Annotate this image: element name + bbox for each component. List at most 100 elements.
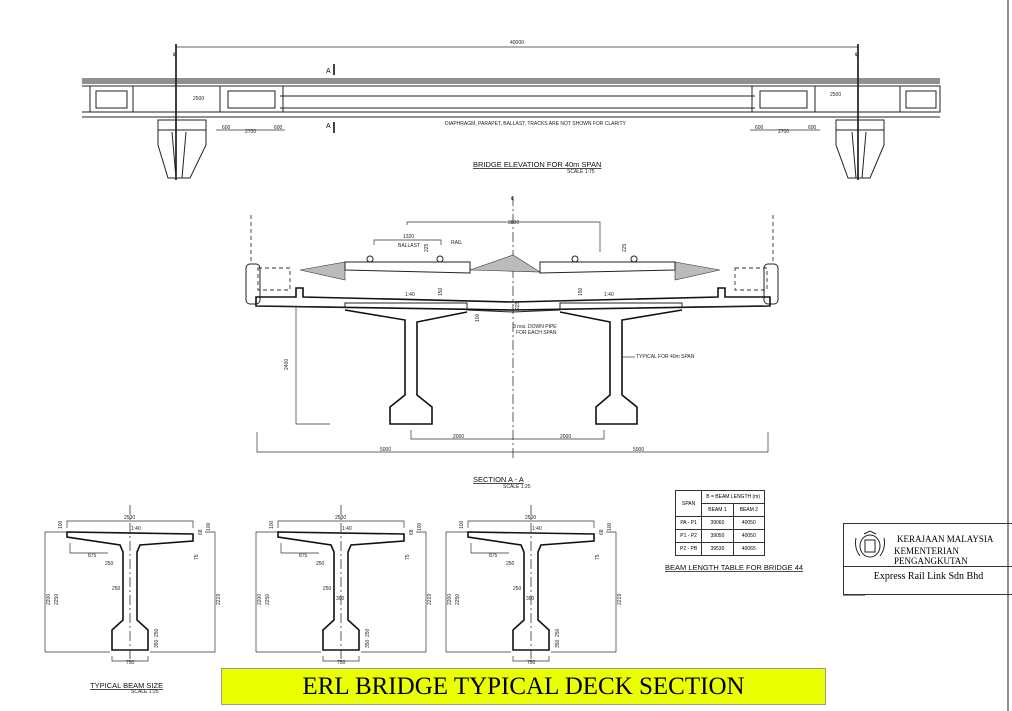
- svg-text:1:40: 1:40: [604, 292, 614, 298]
- beam-dim-t1: 100: [459, 520, 465, 529]
- svg-text:150: 150: [438, 287, 444, 296]
- section-mark-bottom: A: [326, 123, 331, 130]
- elevation-title: BRIDGE ELEVATION FOR 40m SPAN: [473, 160, 601, 169]
- beam-dim-t3: 100: [417, 522, 423, 531]
- beam-dim-web: 250: [112, 586, 121, 592]
- beam-dim-t4: 75: [194, 554, 200, 560]
- section-mark-top: A: [326, 68, 331, 75]
- beam-outline: [277, 531, 405, 651]
- beam-outline: [66, 531, 194, 651]
- svg-text:600: 600: [222, 125, 231, 131]
- svg-text:600: 600: [755, 125, 764, 131]
- beam-dim-b1: 250: [555, 628, 561, 637]
- svg-text:℄: ℄: [172, 52, 177, 58]
- beam-dim-bottom: 750: [337, 660, 346, 666]
- header-span: SPAN: [674, 490, 703, 517]
- svg-text:FOR EACH SPAN: FOR EACH SPAN: [516, 330, 557, 336]
- beam-dim-web: 250: [513, 586, 522, 592]
- beam-dim-web: 250: [323, 586, 332, 592]
- beam-dim-h1: 2200: [257, 594, 263, 605]
- title-block-line1: KERAJAAN MALAYSIA: [897, 534, 994, 544]
- svg-text:TYPICAL FOR 40m SPAN: TYPICAL FOR 40m SPAN: [636, 354, 695, 360]
- svg-text:℄: ℄: [854, 52, 859, 58]
- beam-dim-h1: 2200: [447, 594, 453, 605]
- svg-text:2700: 2700: [245, 129, 256, 135]
- pier-left: [157, 119, 207, 179]
- pier-right: [835, 119, 885, 179]
- elevation-note: DIAPHRAGM, PARAPET, BALLAST, TRACKS ARE …: [445, 121, 627, 127]
- beam-dim-t2: 68: [599, 529, 605, 535]
- beam-size-scale: SCALE 1:25: [131, 689, 159, 695]
- beam-dim-bottom: 750: [126, 660, 135, 666]
- svg-text:℄: ℄: [510, 196, 515, 202]
- beam-dim-b1: 250: [365, 628, 371, 637]
- svg-text:RAIL: RAIL: [451, 240, 462, 246]
- beam-dim-t4: 75: [405, 554, 411, 560]
- beam-dim-b2: 350: [154, 639, 160, 648]
- beam-dim-h3: 2219: [427, 594, 433, 605]
- svg-text:2400: 2400: [284, 359, 290, 370]
- header-beam-1: BEAM 1: [701, 503, 734, 517]
- beam-dim-h2: 2250: [54, 594, 60, 605]
- span-dimension: 40000: [510, 40, 524, 46]
- svg-text:2000: 2000: [560, 434, 571, 440]
- title-block-line2: KEMENTERIAN PENGANGKUTAN: [894, 546, 968, 566]
- beam-dim-h3: 2219: [216, 594, 222, 605]
- beam-dim-slope: 1:40: [342, 526, 352, 532]
- beam-dim-h2: 2250: [455, 594, 461, 605]
- beam-size-title: TYPICAL BEAM SIZE: [90, 681, 163, 690]
- svg-text:1:40: 1:40: [405, 292, 415, 298]
- svg-text:2000: 2000: [453, 434, 464, 440]
- beam-dim-flange: 875: [299, 553, 308, 559]
- beam-dim-fillet: 250: [506, 561, 515, 567]
- beam-dim-flange: 875: [88, 553, 97, 559]
- svg-text:150: 150: [578, 287, 584, 296]
- svg-text:3 nos. DOWN PIPE: 3 nos. DOWN PIPE: [513, 324, 557, 330]
- beam-dim-b2: 350: [365, 639, 371, 648]
- svg-text:100: 100: [475, 313, 481, 322]
- left-end-dim: 2500: [193, 96, 204, 102]
- beam-right: [559, 309, 683, 425]
- svg-text:2700: 2700: [778, 129, 789, 135]
- beam-dim-fillet: 250: [105, 561, 114, 567]
- beam-dim-fillet: 250: [316, 561, 325, 567]
- beam-dim-b1: 250: [154, 628, 160, 637]
- svg-text:225: 225: [622, 243, 628, 252]
- beam-dim-top: 2500: [124, 515, 135, 521]
- bridge-elevation: 40000 ℄ ℄ 2500 2500 A A DIAPHRAGM, PARAPE…: [82, 40, 941, 180]
- svg-text:225: 225: [424, 243, 430, 252]
- company-name: Express Rail Link Sdn Bhd: [873, 571, 984, 582]
- drawing-title-banner: ERL BRIDGE TYPICAL DECK SECTION: [221, 668, 826, 705]
- beam-outline: [467, 531, 595, 651]
- beam-dim-h3: 2219: [617, 594, 623, 605]
- beam-dim-slope: 1:40: [532, 526, 542, 532]
- beam-dim-t2: 68: [409, 529, 415, 535]
- header-beam-2: BEAM 2: [732, 503, 766, 517]
- beam-dim-t1: 100: [269, 520, 275, 529]
- beam-dim-web2: 300: [336, 596, 345, 602]
- beam-table-title: BEAM LENGTH TABLE FOR BRIDGE 44: [665, 563, 803, 572]
- beam-dim-b2: 350: [555, 639, 561, 648]
- svg-text:600: 600: [274, 125, 283, 131]
- title-block: KERAJAAN MALAYSIA KEMENTERIAN PENGANGKUT…: [843, 523, 1012, 595]
- malaysia-crest-icon: [855, 530, 885, 558]
- svg-text:SCALE 1:25: SCALE 1:25: [503, 484, 531, 490]
- beam-dim-t4: 75: [595, 554, 601, 560]
- beam-dim-t3: 100: [607, 522, 613, 531]
- beam-dim-flange: 875: [489, 553, 498, 559]
- header-beam-length: B = BEAM LENGTH (m): [701, 490, 765, 504]
- beam-dim-top: 2500: [525, 515, 536, 521]
- svg-text:BALLAST: BALLAST: [398, 243, 420, 249]
- beam-dim-h2: 2250: [265, 594, 271, 605]
- beam-dim-web2: 300: [526, 596, 535, 602]
- right-end-dim: 2500: [830, 92, 841, 98]
